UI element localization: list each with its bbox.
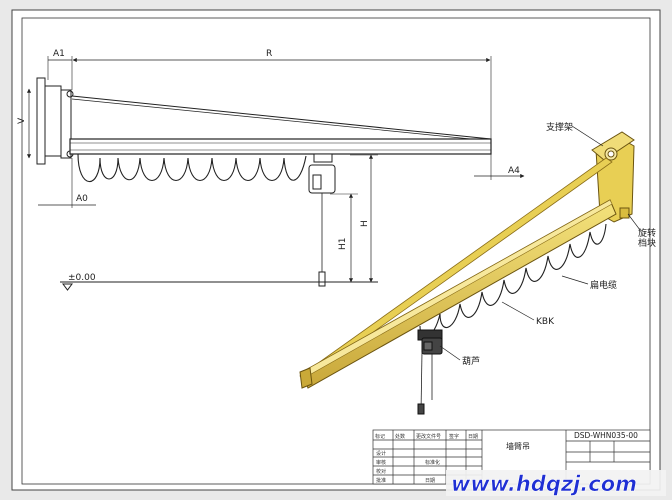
callout-rotation-stop-line2: 档块 — [638, 237, 656, 249]
title-row-review: 审核 — [376, 459, 386, 466]
title-small-date: 日期 — [425, 478, 435, 484]
festoon-cable — [77, 153, 307, 183]
drawing-name: 墙臂吊 — [506, 441, 530, 451]
dim-a1-label: A1 — [53, 49, 65, 59]
drawing-number: DSD-WHN035-00 — [574, 431, 638, 440]
dim-a0-label: A0 — [76, 194, 88, 204]
title-row-check: 校对 — [376, 468, 386, 475]
tie-rod-lower — [71, 98, 492, 142]
iso-rotation-stop — [619, 207, 630, 219]
title-header-date: 日期 — [468, 434, 478, 440]
leader-flat-cable — [561, 275, 589, 285]
iso-flat-cable — [439, 223, 607, 328]
iso-bracket-top — [591, 131, 635, 161]
jib-beam — [69, 138, 492, 155]
drawing-border — [21, 17, 651, 485]
leader-support — [571, 125, 604, 147]
dim-h-label: H — [360, 220, 370, 227]
callout-support: 支撑架 — [546, 121, 573, 133]
leader-hoist — [439, 345, 461, 361]
tie-rod — [71, 95, 492, 140]
trolley — [313, 153, 333, 163]
callout-rotation-stop-line1: 旋转 — [638, 227, 656, 239]
iso-pivot-inner — [607, 150, 615, 158]
dim-r-label: R — [266, 49, 272, 59]
iso-pendant — [417, 403, 425, 415]
title-row-design: 设计 — [376, 450, 386, 457]
hoist-motor — [312, 174, 322, 190]
leader-kbk — [501, 301, 535, 321]
iso-control-cable — [420, 351, 423, 413]
pivot-column — [60, 89, 72, 159]
watermark-text: www.hdqzj.com — [451, 472, 637, 496]
iso-beam-end — [299, 367, 313, 389]
title-small-standard: 标准化 — [425, 459, 440, 466]
ground-label: ±0.00 — [68, 273, 96, 283]
hoist-trolley — [308, 153, 336, 287]
drawing-sheet — [11, 9, 661, 491]
dim-v-label: V — [17, 117, 27, 124]
leader-rotation-stop — [627, 213, 641, 231]
pivot-bolt-top — [66, 90, 74, 98]
iso-hoist-motor — [423, 341, 433, 351]
title-header-mark: 标记 — [375, 433, 385, 440]
callout-hoist: 葫芦 — [462, 355, 480, 367]
callout-kbk: KBK — [536, 317, 555, 327]
dim-a4-label: A4 — [508, 166, 520, 176]
watermark-strip — [446, 470, 666, 496]
dim-h1-label: H1 — [338, 238, 348, 251]
iso-hoist — [417, 329, 443, 415]
title-header-change: 更改文件号 — [416, 433, 441, 440]
ground-symbol — [62, 283, 73, 291]
wall-plate — [36, 77, 46, 165]
title-header-count: 处数 — [395, 433, 405, 440]
hook-block — [318, 271, 326, 287]
elevation-view — [26, 56, 525, 291]
wall-bracket — [44, 85, 62, 157]
isometric-view — [299, 125, 641, 415]
title-row-approve: 批准 — [376, 477, 386, 484]
title-header-sign: 签字 — [449, 433, 459, 440]
callout-flat-cable: 扁电缆 — [590, 279, 617, 291]
